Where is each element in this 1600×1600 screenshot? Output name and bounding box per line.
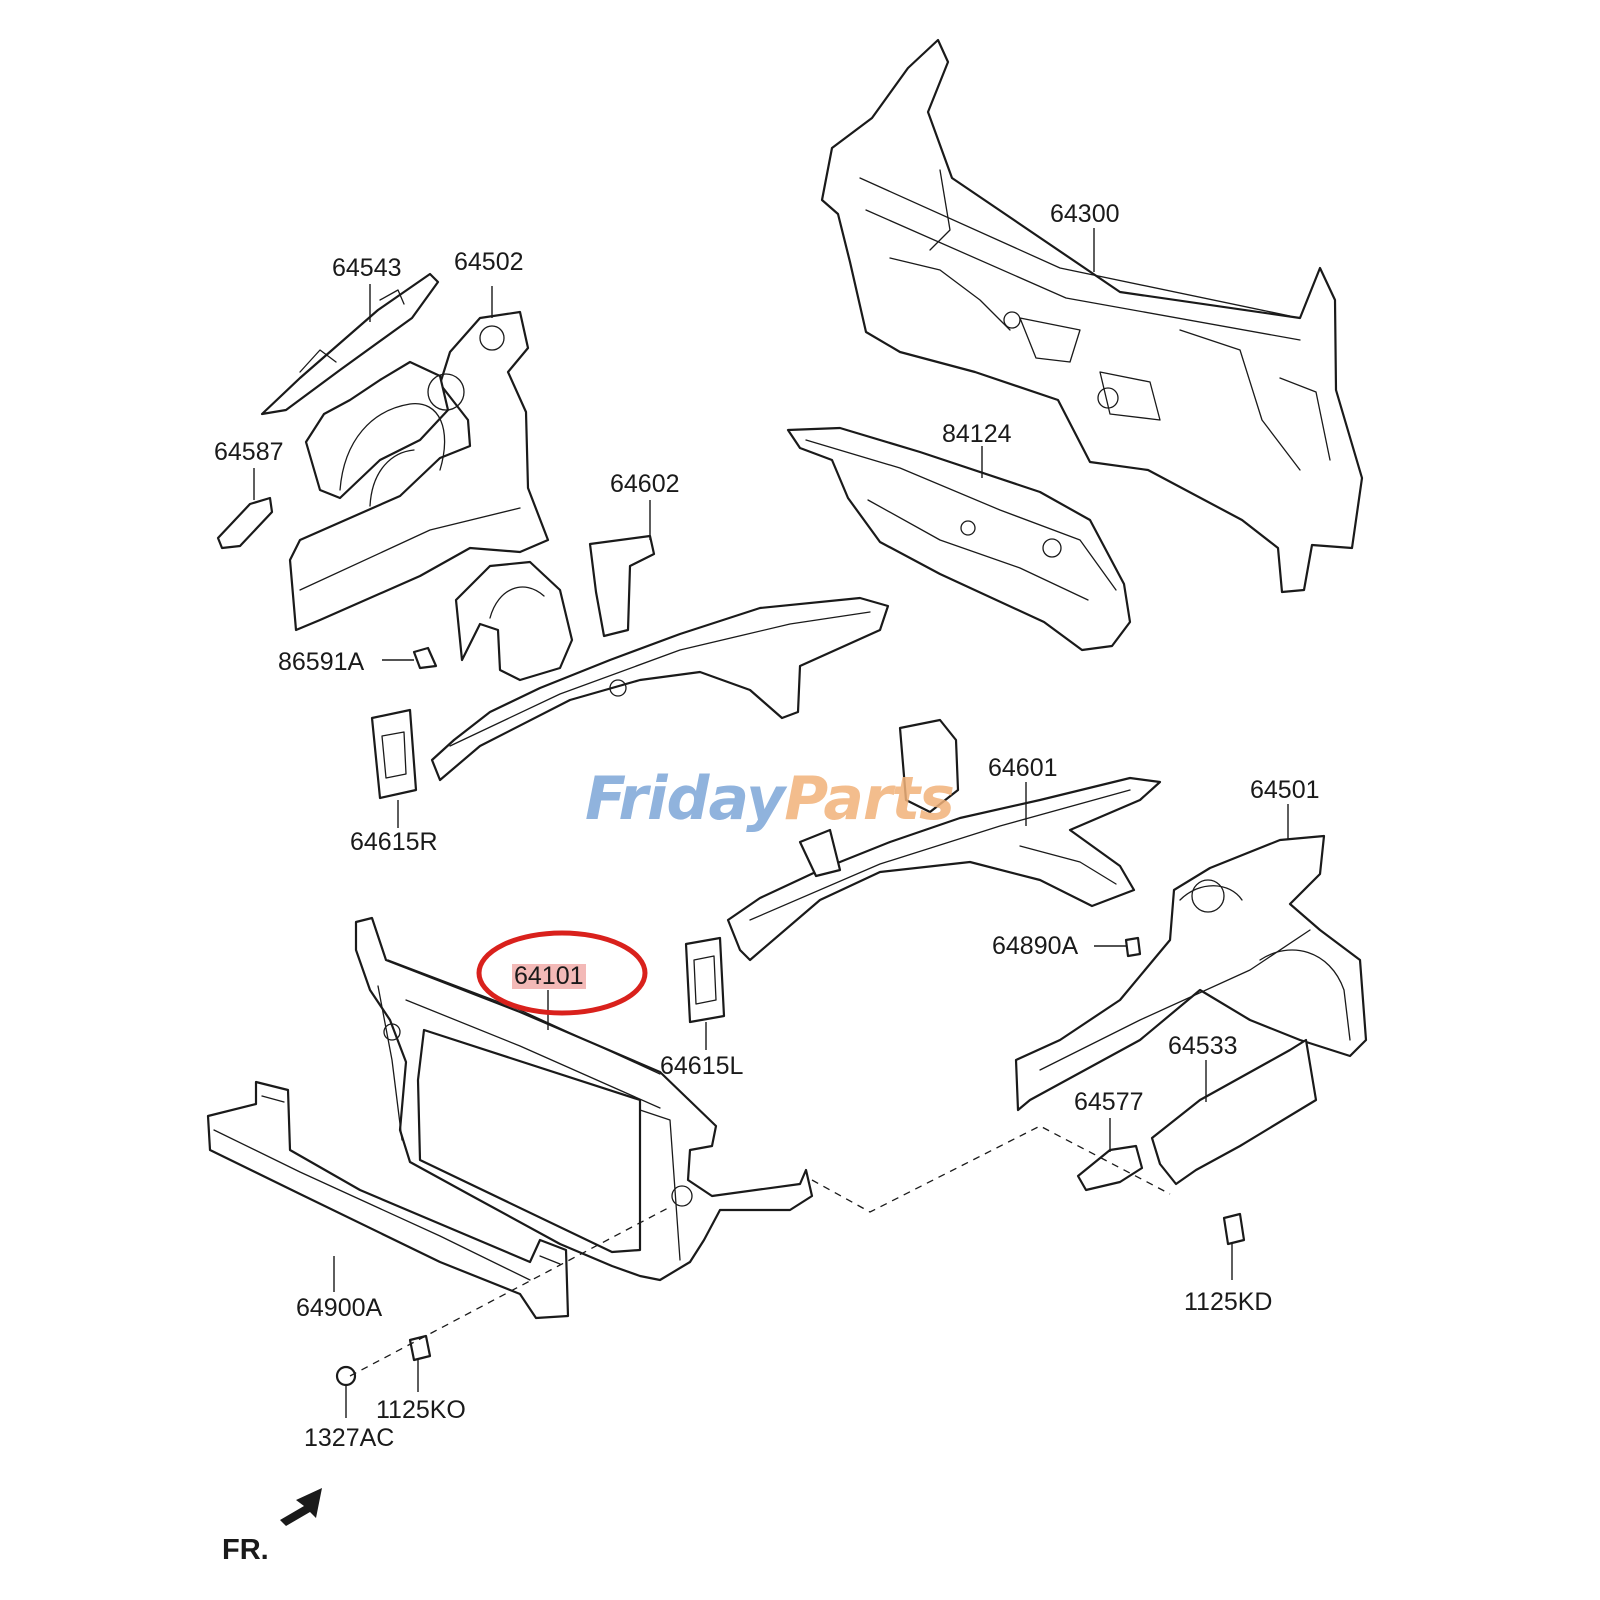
- clip-86591A: [412, 646, 438, 670]
- fender-apron-64501: [1014, 834, 1368, 1112]
- callout-64502: 64502: [454, 248, 524, 276]
- clip-64890A: [1124, 936, 1142, 958]
- plate-64615R: [370, 708, 418, 800]
- callout-84124: 84124: [942, 420, 1012, 448]
- plate-64615L: [684, 936, 726, 1024]
- bracket-64577: [1076, 1144, 1144, 1192]
- watermark-part2: Parts: [784, 764, 955, 834]
- callout-64900A: 64900A: [296, 1294, 383, 1322]
- dash-panel-64300: [820, 38, 1364, 594]
- side-member-64601: [726, 718, 1162, 962]
- callout-64543: 64543: [332, 254, 402, 282]
- callout-64577: 64577: [1074, 1088, 1144, 1116]
- front-direction-label: FR.: [222, 1534, 269, 1566]
- callout-1125KO: 1125KO: [376, 1396, 466, 1424]
- side-member-64602: [430, 534, 890, 782]
- callout-64890A: 64890A: [992, 932, 1079, 960]
- callout-64300: 64300: [1050, 200, 1120, 228]
- bumper-beam-64900A: [206, 1080, 570, 1320]
- callout-64601: 64601: [988, 754, 1058, 782]
- front-direction-arrow-icon: [280, 1488, 322, 1526]
- bolt-1125KD: [1222, 1212, 1246, 1246]
- callout-64602: 64602: [610, 470, 680, 498]
- callout-1327AC: 1327AC: [304, 1424, 395, 1452]
- callout-64587: 64587: [214, 438, 284, 466]
- nut-1327AC: [335, 1365, 357, 1387]
- callout-64615R: 64615R: [350, 828, 438, 856]
- leader-lines: [253, 228, 1289, 1418]
- callout-64615L: 64615L: [660, 1052, 744, 1080]
- watermark-part1: Friday: [585, 764, 785, 834]
- callout-64501: 64501: [1250, 776, 1320, 804]
- bolt-1125KO: [408, 1334, 432, 1362]
- watermark-logo: FridayParts: [585, 764, 955, 834]
- callout-64101: 64101: [512, 962, 586, 990]
- callout-64533: 64533: [1168, 1032, 1238, 1060]
- callout-1125KD: 1125KD: [1184, 1288, 1273, 1316]
- bracket-64533: [1150, 1038, 1318, 1186]
- highlight-ring: [476, 930, 648, 1016]
- bracket-64543: [260, 272, 440, 416]
- bracket-64587: [216, 496, 274, 550]
- radiator-support-64101: [354, 916, 814, 1282]
- cowl-insulator-84124: [786, 426, 1132, 652]
- fender-apron-64502: [288, 310, 550, 632]
- callout-86591A: 86591A: [278, 648, 365, 676]
